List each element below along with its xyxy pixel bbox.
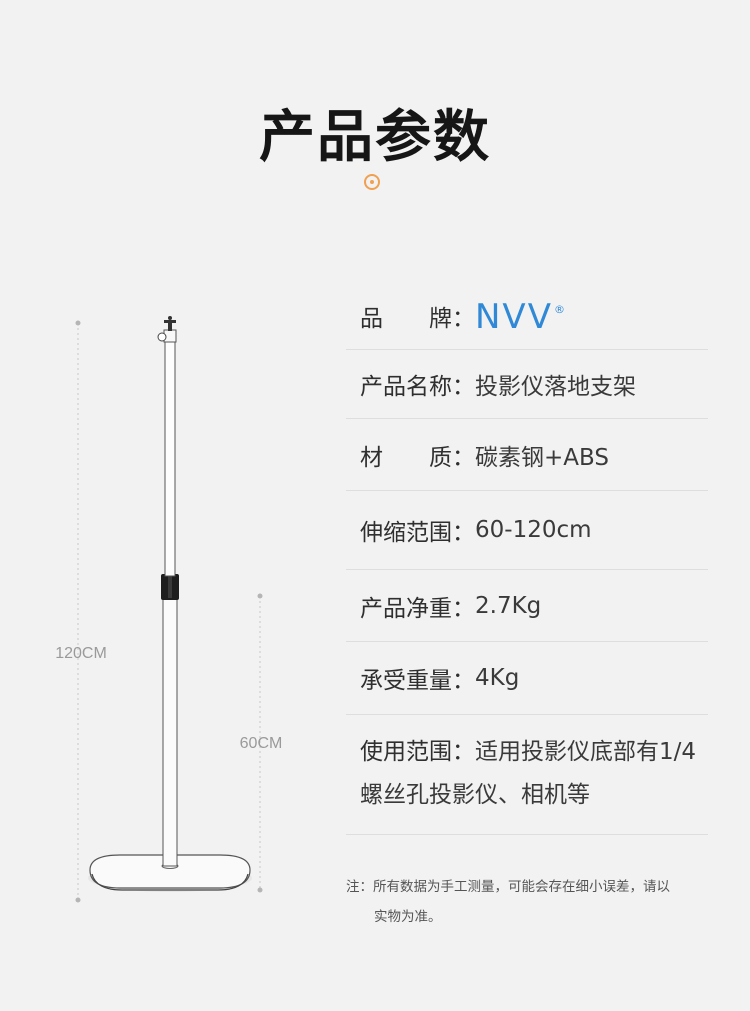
spec-value: 碳素钢+ABS <box>475 444 609 471</box>
spec-label: 产品净重： <box>360 595 475 622</box>
height-label-min: 60CM <box>240 735 283 752</box>
spec-row-material: 材 质： 碳素钢+ABS <box>346 419 708 491</box>
spec-label: 产品名称： <box>360 374 475 400</box>
spec-list: 品 牌： NVV® 产品名称： 投影仪落地支架 材 质： 碳素钢+ABS 伸缩范… <box>346 282 708 835</box>
dimension-line-min <box>257 593 263 893</box>
spec-row-product-name: 产品名称： 投影仪落地支架 <box>346 350 708 419</box>
spec-label: 承受重量： <box>360 668 475 694</box>
page-title: 产品参数 <box>259 105 491 170</box>
height-label-total: 120CM <box>55 645 107 662</box>
spec-value: 4Kg <box>475 665 520 691</box>
spec-row-net-weight: 产品净重： 2.7Kg <box>346 570 708 642</box>
spec-label: 伸缩范围： <box>360 520 475 546</box>
stand-upper-tube <box>164 339 176 577</box>
spec-row-range: 伸缩范围： 60-120cm <box>346 491 708 570</box>
spec-value: 投影仪落地支架 <box>475 374 636 400</box>
title-decoration-icon <box>364 174 380 190</box>
brand-logo-text: NVV <box>475 296 553 337</box>
registered-mark: ® <box>553 302 565 316</box>
spec-row-brand: 品 牌： NVV® <box>346 282 708 350</box>
spec-value: 2.7Kg <box>475 592 542 619</box>
spec-usage-block: 使用范围：适用投影仪底部有1/4螺丝孔投影仪、相机等 <box>360 731 708 817</box>
spec-value: 适用投影仪底部有1/4螺丝孔投影仪、相机等 <box>360 739 697 808</box>
stand-clamp <box>161 574 179 600</box>
stand-base <box>88 854 252 892</box>
spec-label: 品 牌： <box>360 305 475 332</box>
brand-logo: NVV® <box>475 296 565 337</box>
spec-row-usage: 使用范围：适用投影仪底部有1/4螺丝孔投影仪、相机等 <box>346 715 708 835</box>
product-illustration: 120CM 60CM <box>55 316 283 903</box>
spec-value: 60-120cm <box>475 517 592 543</box>
spec-label: 使用范围： <box>360 739 475 765</box>
note-line-1: 注：所有数据为手工测量，可能会存在细小误差，请以 <box>346 879 670 895</box>
stand-lower-tube <box>162 597 178 867</box>
spec-label: 材 质： <box>360 444 475 471</box>
note-line-2: 实物为准。 <box>374 909 442 925</box>
stand-mount-head <box>157 316 177 343</box>
dimension-line-total <box>75 320 81 903</box>
disclaimer-note: 注：所有数据为手工测量，可能会存在细小误差，请以 实物为准。 <box>346 872 716 932</box>
spec-row-load: 承受重量： 4Kg <box>346 642 708 715</box>
